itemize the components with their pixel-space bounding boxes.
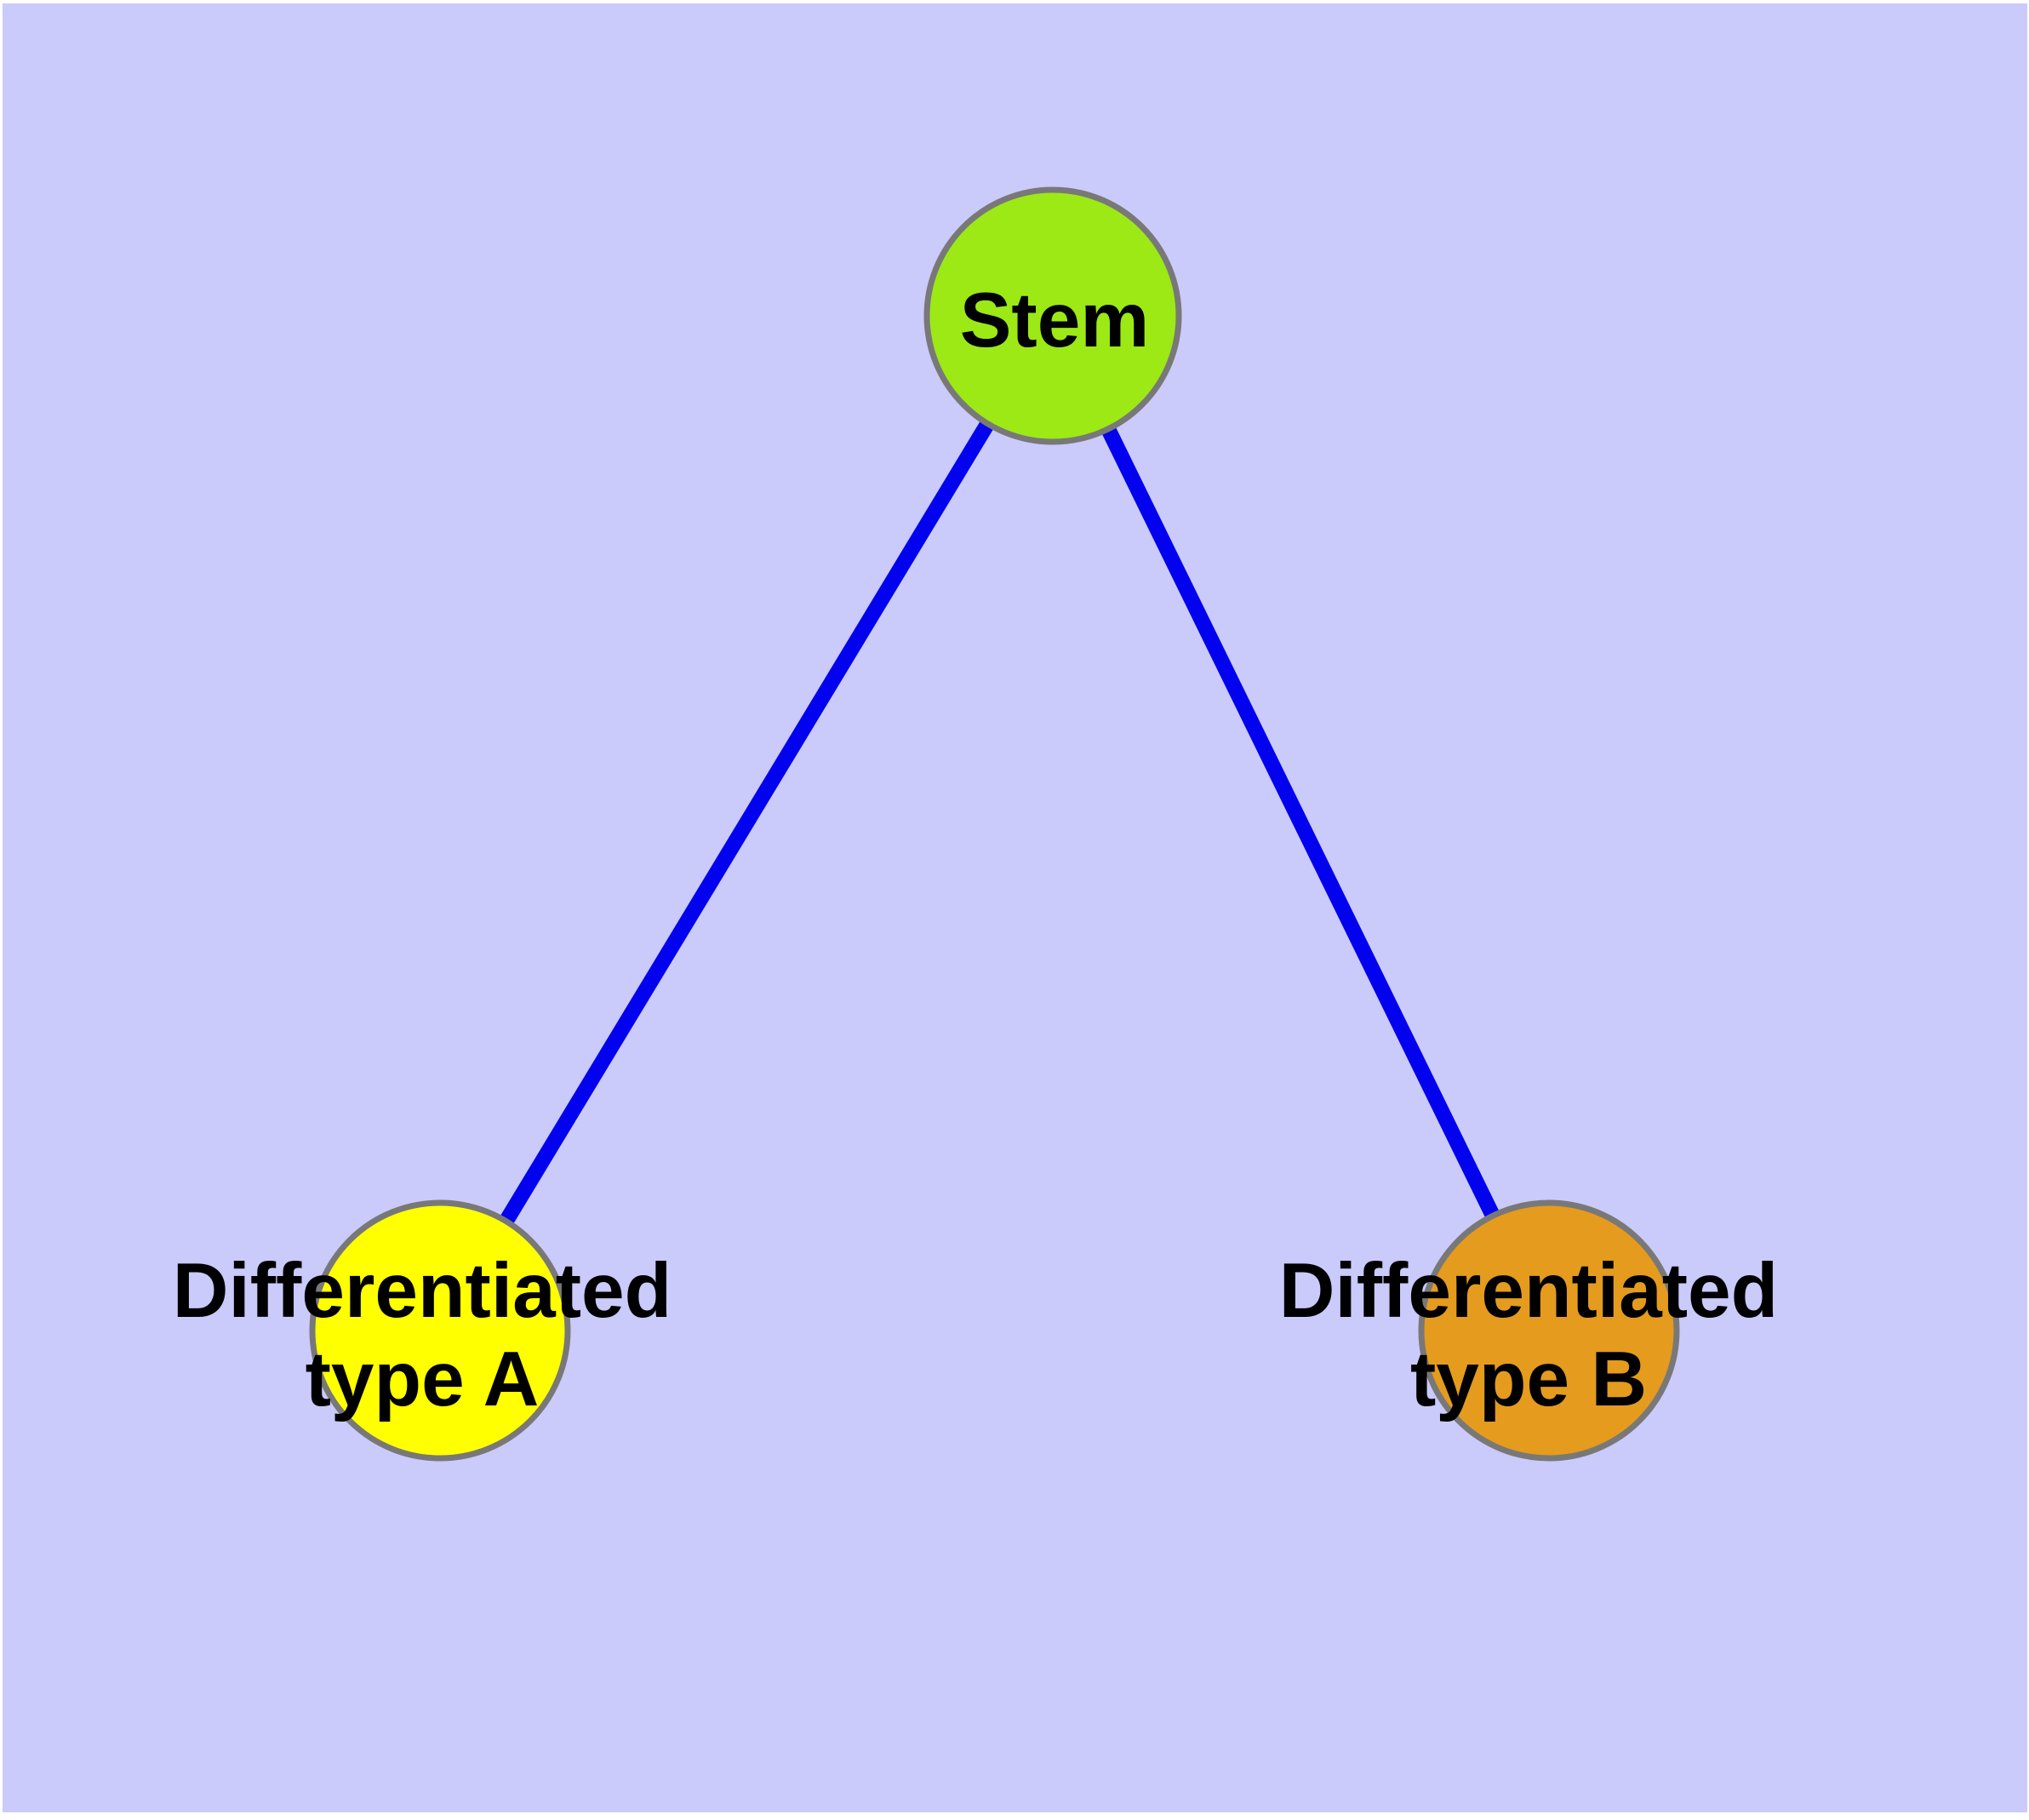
node-label-line: Differentiated: [173, 1248, 672, 1334]
edge-stem-to-differentiated-type-b: [1045, 312, 1557, 1334]
edge-stem-to-differentiated-type-a: [433, 312, 1060, 1335]
node-label-line: Stem: [960, 278, 1150, 363]
node-label-line: Differentiated: [1279, 1248, 1779, 1334]
node-stem: [923, 186, 1182, 445]
node-label-line: type B: [1410, 1336, 1647, 1422]
node-label-line: type A: [306, 1336, 540, 1422]
node-differentiated-type-b: [1418, 1199, 1680, 1462]
node-differentiated-type-a: [309, 1199, 571, 1462]
node-label-stem: Stem: [960, 278, 1150, 363]
